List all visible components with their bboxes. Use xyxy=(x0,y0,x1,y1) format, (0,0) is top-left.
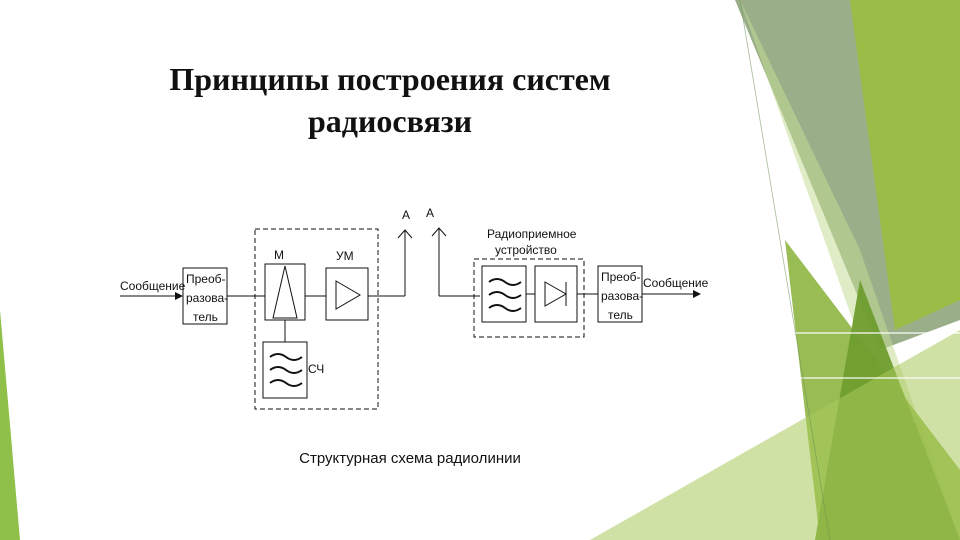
tx-converter-line-2: разова- xyxy=(186,291,228,305)
rx-converter-line-1: Преоб- xyxy=(601,270,641,284)
oscillator-block xyxy=(262,341,308,399)
tx-converter-line-3: тель xyxy=(193,310,218,324)
oscillator-label: СЧ xyxy=(308,362,324,376)
tx-antenna-symbol xyxy=(397,229,413,239)
rx-antenna-label: А xyxy=(426,206,434,220)
title-line-2: радиосвязи xyxy=(307,103,473,139)
amplifier-label: УМ xyxy=(336,249,354,263)
rx-converter-line-3: тель xyxy=(608,308,633,322)
amplifier-block xyxy=(325,267,369,321)
oscillator-wave-2 xyxy=(269,366,303,374)
deco-triangle-bottom-light xyxy=(590,330,960,540)
diagram-caption: Структурная схема радиолинии xyxy=(299,450,521,467)
deco-line-3 xyxy=(739,0,831,540)
input-message-label: Сообщение xyxy=(120,279,186,293)
modulator-symbol xyxy=(272,265,298,319)
tx-converter-line-1: Преоб- xyxy=(186,272,226,286)
receiver-title-line-1: Радиоприемное xyxy=(487,227,577,241)
transmitter-boundary xyxy=(254,228,379,410)
receiver-filter-wave-2 xyxy=(488,291,522,299)
oscillator-wave-1 xyxy=(269,353,303,361)
modulator-block xyxy=(264,263,306,321)
title-line-1: Принципы построения систем xyxy=(169,61,611,97)
receiver-detector-block xyxy=(534,265,578,323)
receiver-filter-wave-1 xyxy=(488,278,522,286)
amplifier-symbol xyxy=(335,280,361,310)
output-message-label: Сообщение xyxy=(643,276,709,290)
receiver-title-line-2: устройство xyxy=(495,243,557,257)
tx-antenna-label: А xyxy=(402,208,410,222)
slide-title: Принципы построения систем радиосвязи xyxy=(90,58,690,142)
modulator-label: М xyxy=(274,248,284,262)
deco-triangle-top-green xyxy=(850,0,960,330)
oscillator-wave-3 xyxy=(269,379,303,387)
deco-triangle-left xyxy=(0,310,20,540)
rx-converter-line-2: разова- xyxy=(601,289,643,303)
receiver-filter-wave-3 xyxy=(488,304,522,312)
receiver-boundary xyxy=(473,258,585,338)
detector-diode-symbol xyxy=(544,281,568,307)
